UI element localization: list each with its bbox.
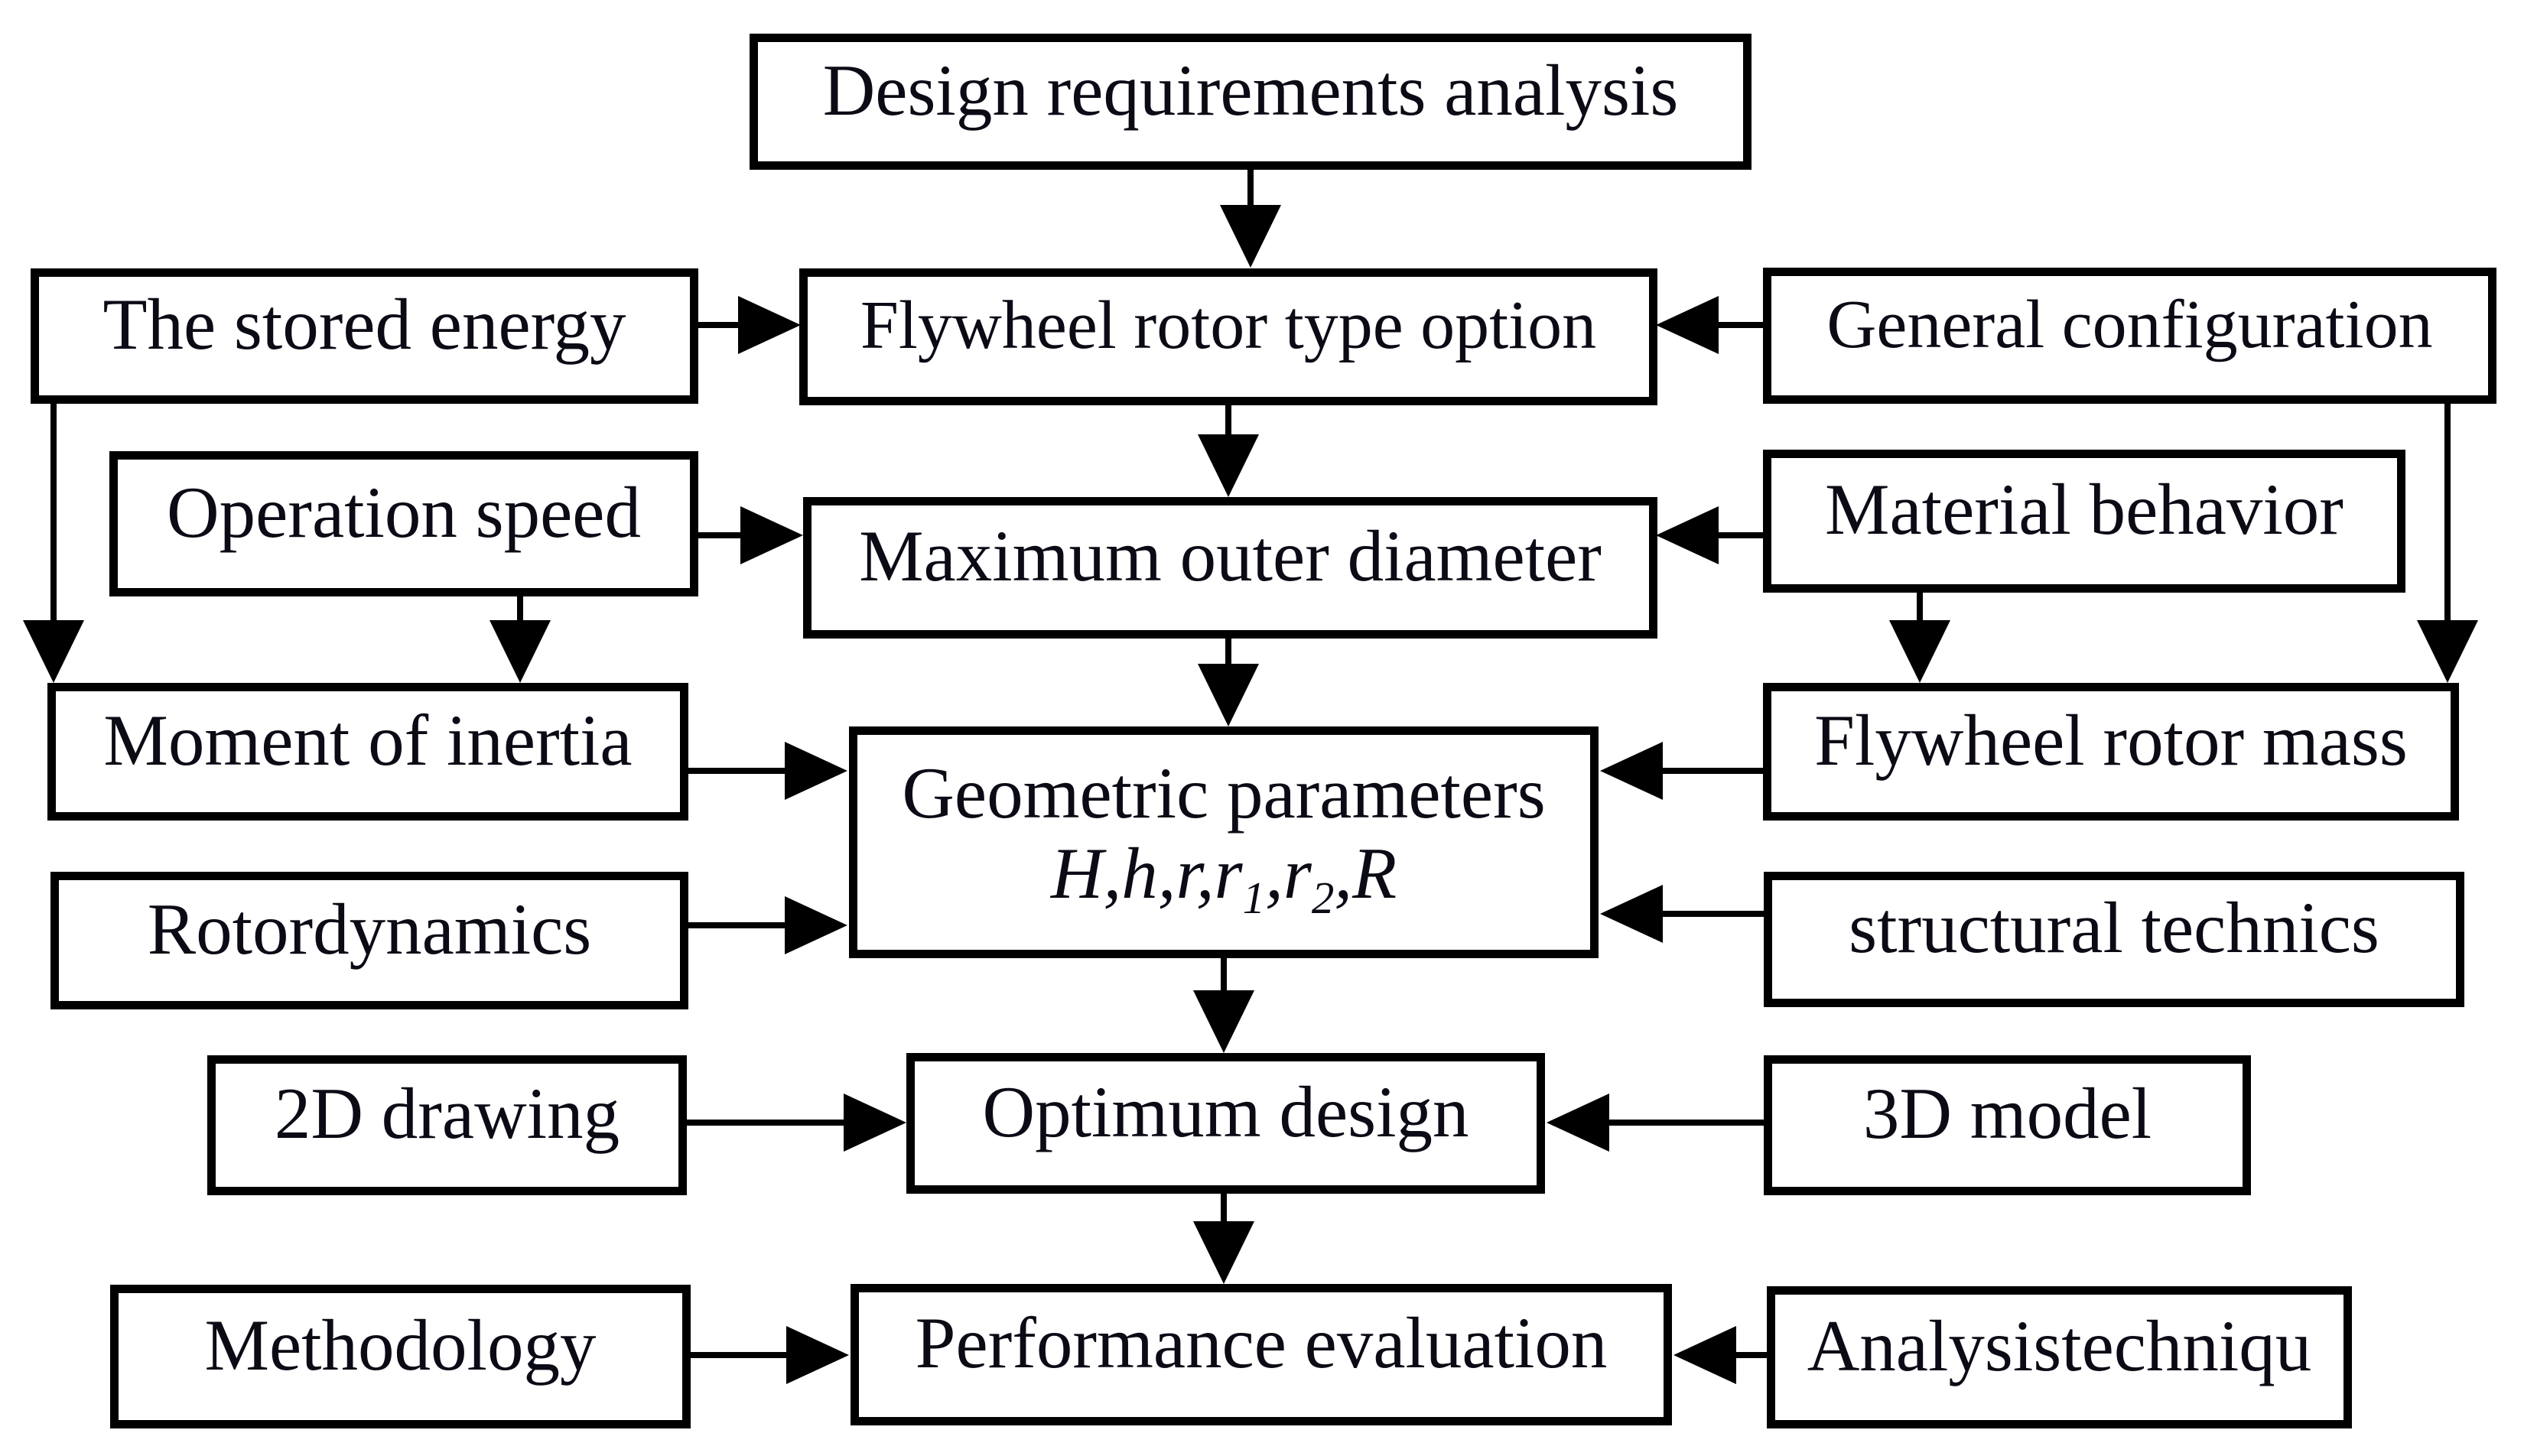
arrow-operation-speed-to-moment-of-inertia-line: [517, 596, 523, 623]
analysis-technique-label: Analysistechniqu: [1807, 1305, 2312, 1386]
arrow-operation-speed-to-max-outer-diameter-head: [740, 506, 803, 564]
box-operation-speed: Operation speed: [109, 451, 698, 596]
flywheel-rotor-type-option-label: Flywheel rotor type option: [860, 288, 1597, 363]
arrow-analysis-technique-to-performance-evaluation-line: [1732, 1352, 1767, 1358]
arrow-rotordynamics-to-geometric-parameters-head: [785, 896, 847, 954]
arrow-stored-energy-to-moment-of-inertia-line: [50, 404, 57, 623]
box-optimum-design: Optimum design: [906, 1053, 1545, 1194]
moment-of-inertia-label: Moment of inertia: [103, 699, 633, 781]
design-requirements-analysis-label: Design requirements analysis: [822, 49, 1679, 131]
arrow-max-outer-diameter-to-geometric-parameters-line: [1225, 639, 1231, 665]
arrow-flywheel-mass-to-geometric-parameters-line: [1660, 768, 1763, 774]
flywheel-rotor-mass-label: Flywheel rotor mass: [1814, 699, 2408, 781]
optimum-design-label: Optimum design: [982, 1071, 1469, 1152]
arrow-flywheel-mass-to-geometric-parameters-head: [1600, 742, 1663, 800]
arrow-design-requirements-to-rotor-type-line: [1247, 170, 1254, 206]
arrow-operation-speed-to-max-outer-diameter-line: [698, 532, 740, 538]
arrow-analysis-technique-to-performance-evaluation-head: [1673, 1326, 1736, 1384]
material-behavior-label: Material behavior: [1825, 469, 2343, 551]
arrow-moment-of-inertia-to-geometric-parameters-head: [785, 742, 847, 800]
arrow-optimum-design-to-performance-evaluation-line: [1221, 1194, 1227, 1224]
arrow-3d-model-to-optimum-design-line: [1606, 1120, 1764, 1126]
box-analysis-technique: Analysistechniqu: [1767, 1286, 2352, 1428]
performance-evaluation-label: Performance evaluation: [915, 1302, 1608, 1384]
arrow-rotordynamics-to-geometric-parameters-line: [688, 922, 786, 928]
arrow-design-requirements-to-rotor-type-head: [1220, 205, 1281, 268]
box-design-requirements-analysis: Design requirements analysis: [750, 34, 1752, 170]
arrow-max-outer-diameter-to-geometric-parameters-head: [1198, 664, 1259, 726]
box-general-configuration: General configuration: [1763, 268, 2496, 404]
geometric-parameters-label: Geometric parameters: [902, 752, 1546, 834]
arrow-2d-drawing-to-optimum-design-head: [844, 1094, 906, 1152]
arrow-material-behavior-to-max-outer-diameter-line: [1716, 532, 1763, 538]
box-methodology: Methodology: [110, 1285, 691, 1428]
maximum-outer-diameter-label: Maximum outer diameter: [859, 515, 1602, 597]
box-maximum-outer-diameter: Maximum outer diameter: [803, 497, 1657, 639]
arrow-material-behavior-to-flywheel-mass-head: [1889, 620, 1950, 683]
3d-model-label: 3D model: [1862, 1073, 2152, 1155]
arrow-geometric-parameters-to-optimum-design-head: [1193, 990, 1254, 1053]
box-flywheel-rotor-type-option: Flywheel rotor type option: [799, 268, 1657, 405]
box-structural-technics: structural technics: [1764, 872, 2464, 1007]
arrow-stored-energy-to-rotor-type-line: [698, 322, 740, 328]
geometric-parameters-formula: H,h,r,r1,r2,R: [1050, 832, 1397, 923]
box-rotordynamics: Rotordynamics: [50, 872, 688, 1009]
box-flywheel-rotor-mass: Flywheel rotor mass: [1763, 683, 2459, 821]
2d-drawing-label: 2D drawing: [274, 1073, 620, 1155]
arrow-stored-energy-to-rotor-type-head: [738, 296, 801, 354]
arrow-optimum-design-to-performance-evaluation-head: [1193, 1221, 1254, 1284]
box-material-behavior: Material behavior: [1763, 450, 2405, 593]
arrow-2d-drawing-to-optimum-design-line: [687, 1120, 846, 1126]
arrow-structural-technics-to-geometric-parameters-line: [1660, 911, 1764, 917]
arrow-stored-energy-to-moment-of-inertia-head: [23, 620, 84, 683]
arrow-material-behavior-to-max-outer-diameter-head: [1656, 506, 1719, 564]
general-configuration-label: General configuration: [1826, 286, 2433, 362]
arrow-moment-of-inertia-to-geometric-parameters-line: [688, 768, 786, 774]
arrow-general-configuration-to-flywheel-mass-line: [2444, 404, 2451, 623]
arrow-general-configuration-to-rotor-type-line: [1716, 322, 1763, 328]
arrow-rotor-type-to-max-outer-diameter-head: [1198, 434, 1259, 497]
arrow-geometric-parameters-to-optimum-design-line: [1221, 958, 1227, 992]
arrow-material-behavior-to-flywheel-mass-line: [1917, 593, 1923, 623]
box-the-stored-energy: The stored energy: [31, 268, 698, 404]
methodology-label: Methodology: [204, 1304, 597, 1386]
operation-speed-label: Operation speed: [167, 471, 641, 553]
arrow-general-configuration-to-rotor-type-head: [1656, 296, 1719, 354]
arrow-3d-model-to-optimum-design-head: [1547, 1094, 1609, 1152]
structural-technics-label: structural technics: [1849, 887, 2379, 969]
arrow-methodology-to-performance-evaluation-line: [691, 1352, 788, 1358]
box-3d-model: 3D model: [1764, 1055, 2251, 1195]
box-moment-of-inertia: Moment of inertia: [47, 683, 688, 821]
box-performance-evaluation: Performance evaluation: [851, 1284, 1672, 1425]
arrow-operation-speed-to-moment-of-inertia-head: [490, 620, 551, 683]
arrow-general-configuration-to-flywheel-mass-head: [2417, 620, 2478, 683]
the-stored-energy-label: The stored energy: [102, 284, 626, 366]
rotordynamics-label: Rotordynamics: [147, 888, 592, 970]
box-geometric-parameters: Geometric parameters H,h,r,r1,r2,R: [849, 726, 1599, 958]
arrow-rotor-type-to-max-outer-diameter-line: [1225, 405, 1231, 437]
arrow-methodology-to-performance-evaluation-head: [786, 1326, 849, 1384]
box-2d-drawing: 2D drawing: [207, 1055, 687, 1195]
arrow-structural-technics-to-geometric-parameters-head: [1600, 885, 1663, 943]
